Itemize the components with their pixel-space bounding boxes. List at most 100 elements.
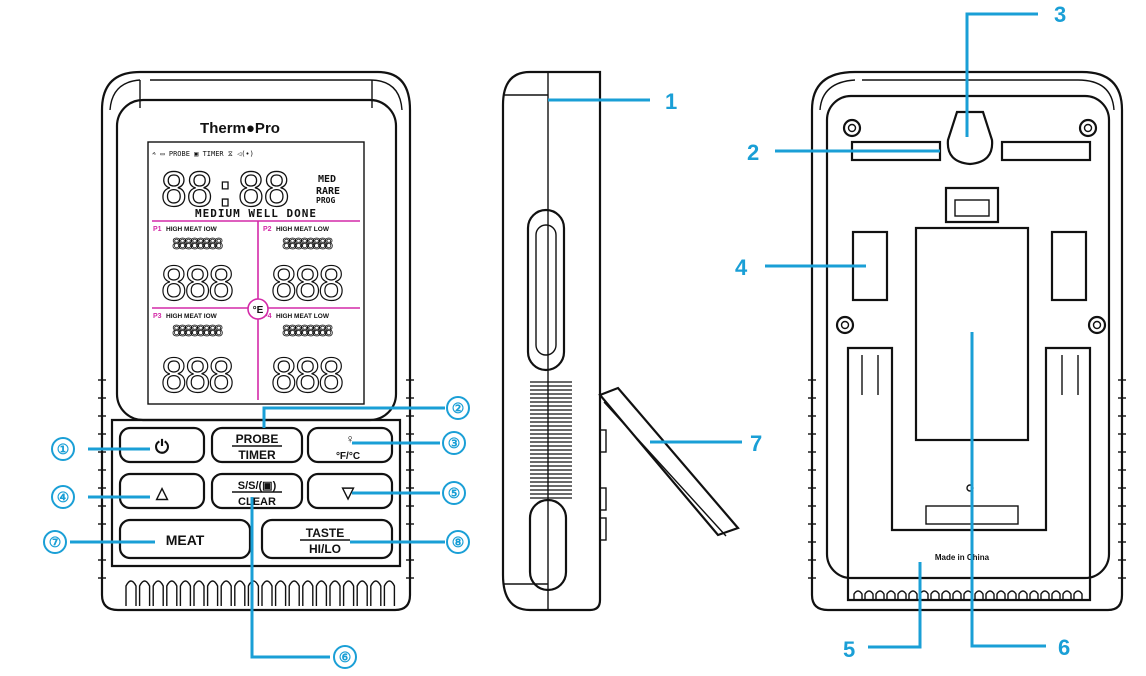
svg-text:③: ③ <box>448 435 461 451</box>
callout-back-4: 4 <box>735 255 748 280</box>
lcd-p3-big-digits: 888 <box>160 349 232 403</box>
callout-lines <box>70 12 1046 659</box>
grip-ridge <box>234 580 246 606</box>
down-button[interactable]: ▽ <box>306 472 394 510</box>
callout-side-7: 7 <box>750 431 762 456</box>
back-pad-right <box>1050 230 1088 302</box>
grip-ridge <box>1029 590 1039 600</box>
grip-ridge <box>930 590 940 600</box>
grip-ridge <box>356 580 368 606</box>
front-grip-ridges <box>125 580 396 606</box>
meat-label: MEAT <box>166 532 205 548</box>
back-slot-right <box>1000 140 1092 162</box>
svg-text:④: ④ <box>57 489 70 505</box>
sss-clear-button[interactable]: S/S/(▣) CLEAR <box>210 472 304 510</box>
grip-ridge <box>886 590 896 600</box>
grip-ridge <box>897 590 907 600</box>
side-grip-ridges <box>530 381 572 499</box>
grip-ridge <box>342 580 355 606</box>
callout-back-3: 3 <box>1054 2 1066 27</box>
lcd-p2-label: P2 <box>263 226 272 233</box>
lcd-main-digits: 88:88 <box>160 163 288 217</box>
brand-logo: Therm●Pro <box>200 120 280 137</box>
grip-ridge <box>329 580 341 606</box>
svg-text:①: ① <box>57 441 70 457</box>
back-screw-holes <box>835 118 1107 335</box>
lcd-p1-big-digits: 888 <box>160 257 232 311</box>
grip-ridge <box>853 590 863 600</box>
probe-timer-button[interactable]: PROBE TIMER <box>210 426 304 464</box>
grip-ridge <box>302 580 314 606</box>
callout-front-8: ⑧ <box>446 530 470 554</box>
grip-ridge <box>193 580 205 606</box>
callout-front-2: ② <box>446 396 470 420</box>
lcd-unit-circle <box>247 298 269 320</box>
power-icon: ⏻ <box>155 437 170 457</box>
taste-hilo-button[interactable]: TASTE HI/LO <box>260 518 394 560</box>
grip-ridge <box>941 590 951 600</box>
lcd-p2-hml: HIGH MEAT LOW <box>276 226 330 233</box>
lcd-p3-small-digits: 88888888 <box>172 322 223 340</box>
front-view: Therm●Pro ⩪ ▭ PROBE ▣ TIMER ⧖ ◁(•) 88:88… <box>98 70 414 612</box>
svg-text:⑦: ⑦ <box>49 534 62 550</box>
grip-ridge <box>1062 590 1072 600</box>
down-arrow-icon: ▽ <box>341 485 355 502</box>
grip-ridge <box>1018 590 1028 600</box>
side-kickstand <box>598 386 740 537</box>
svg-text:②: ② <box>452 400 465 416</box>
callout-front-7: ⑦ <box>43 530 67 554</box>
taste-label: TASTE <box>306 526 344 540</box>
svg-text:⑥: ⑥ <box>339 649 352 665</box>
grip-ridge <box>1007 590 1017 600</box>
light-units-button[interactable]: ♀ °F/°C <box>306 426 394 464</box>
sss-label: S/S/(▣) <box>238 480 277 492</box>
back-grip-ridges <box>853 590 1083 600</box>
grip-ridge <box>166 580 178 606</box>
lcd-p4-hml: HIGH MEAT LOW <box>276 313 330 320</box>
lcd-p1-small-digits: 88888888 <box>172 235 223 253</box>
grip-ridge <box>179 580 192 606</box>
grip-ridge <box>206 580 219 606</box>
grip-ridge <box>1040 590 1050 600</box>
meat-button[interactable]: MEAT <box>118 518 252 560</box>
grip-ridge <box>974 590 984 600</box>
callout-front-1: ① <box>51 437 75 461</box>
grip-ridge <box>288 580 300 606</box>
callout-back-2: 2 <box>747 140 759 165</box>
grip-ridge <box>383 580 396 606</box>
grip-ridge <box>996 590 1006 600</box>
lcd-doneness: MEDIUM WELL DONE <box>195 207 317 220</box>
callout-front-5: ⑤ <box>442 481 466 505</box>
lcd-p1-hml: HIGH MEAT IOW <box>166 226 218 233</box>
lcd-mode-rare: RARE <box>316 186 340 197</box>
grip-ridge <box>315 580 328 606</box>
lcd-p2-big-digits: 888 <box>270 257 342 311</box>
made-in-label: Made in China <box>935 553 990 562</box>
up-button[interactable]: △ <box>118 472 206 510</box>
lcd-mode-prog: PROG <box>316 196 335 205</box>
lcd-unit: °E <box>253 305 264 316</box>
power-button[interactable]: ⏻ <box>118 426 206 464</box>
lcd-p3-label: P3 <box>153 313 162 320</box>
front-side-vents <box>98 379 414 579</box>
lcd-p4-label: P4 <box>263 313 272 320</box>
grip-ridge <box>261 580 273 606</box>
back-stand-frame <box>846 346 1092 602</box>
callout-front-4: ④ <box>51 485 75 509</box>
lcd-screen: ⩪ ▭ PROBE ▣ TIMER ⧖ ◁(•) 88:88 MED RARE … <box>147 141 365 405</box>
grip-ridge <box>220 580 232 606</box>
grip-ridge <box>138 580 151 606</box>
light-icon: ♀ <box>346 432 355 446</box>
front-bezel <box>115 98 398 422</box>
lcd-mode-med: MED <box>318 174 336 185</box>
grip-ridge <box>908 590 918 600</box>
callout-back-5: 5 <box>843 637 855 662</box>
grip-ridge <box>370 580 382 606</box>
back-view: Made in China <box>808 70 1126 612</box>
svg-text:⑤: ⑤ <box>448 485 461 501</box>
svg-text:⑧: ⑧ <box>452 534 465 550</box>
grip-ridge <box>875 590 885 600</box>
lcd-p3-hml: HIGH MEAT IOW <box>166 313 218 320</box>
callout-front-6: ⑥ <box>333 645 357 669</box>
